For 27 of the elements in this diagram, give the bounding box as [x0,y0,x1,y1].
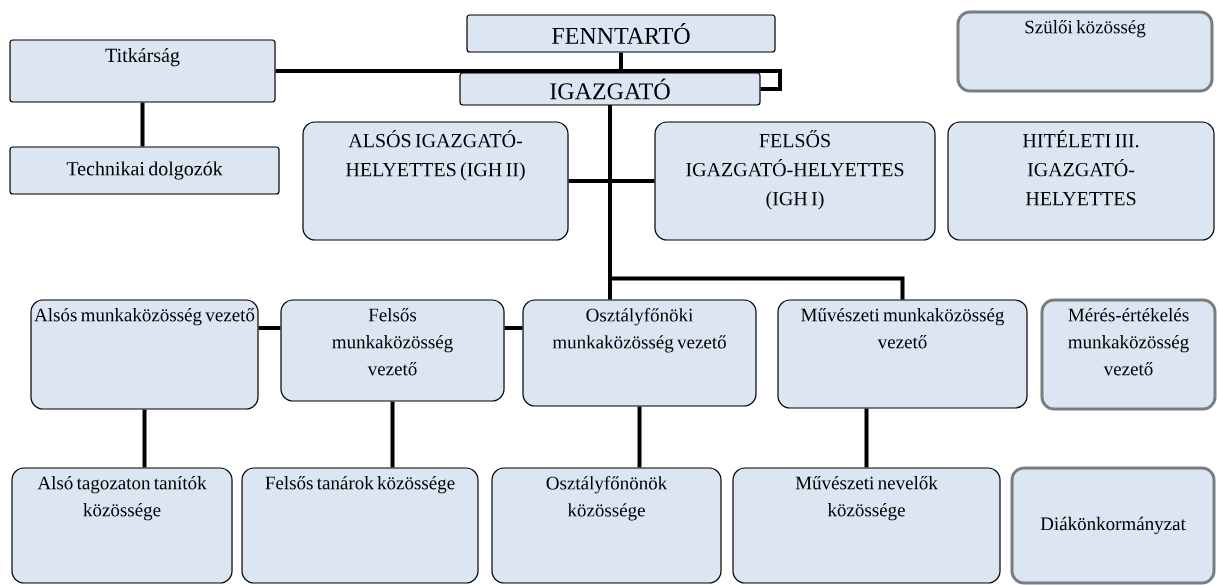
org-box: Mérés-értékelés munkaközösség vezető [1040,298,1217,411]
connector-line [390,401,395,468]
org-box: Szülői közösség [956,10,1214,93]
org-box: HITÉLETI III. IGAZGATÓ-HELYETTES [947,121,1215,241]
org-box: Technikai dolgozók [9,146,280,195]
org-box: Felsős tanárok közössége [241,467,479,584]
org-box: FENNTARTÓ [466,14,776,53]
org-box: ALSÓS IGAZGATÓ-HELYETTES (IGH II) [302,121,569,241]
org-box: FELSŐS IGAZGATÓ-HELYETTES (IGH I) [654,121,936,241]
org-box: Titkárság [9,39,276,103]
org-box: Alsós munkaközösség vezető [30,299,259,410]
org-box: Diákönkormányzat [1010,466,1216,585]
org-box: Osztályfőnönök közössége [491,467,722,584]
connector-line [140,102,145,147]
connector-line [142,409,147,468]
connector-line [258,326,281,330]
org-box: IGAZGATÓ [459,72,761,106]
connector-line [864,408,869,468]
connector-line [637,406,642,468]
org-box: Felsős munkaközösség vezető [280,299,505,402]
connector-line [504,326,523,330]
org-box: Művészeti munkaközösség vezető [777,299,1028,409]
connector-line [608,105,905,300]
connector-line [275,69,782,91]
org-box: Művészeti nevelők közössége [732,467,1001,584]
org-box: Osztályfőnöki munkaközösség vezető [522,299,757,407]
org-box: Alsó tagozaton tanítók közössége [11,467,233,584]
